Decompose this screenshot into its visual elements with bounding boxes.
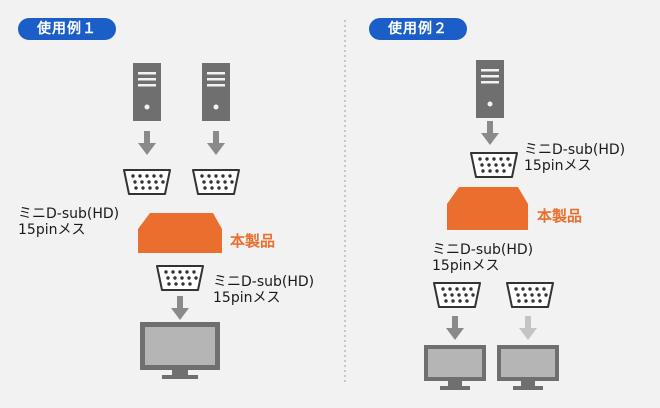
input-label-line2: 15pinメス (524, 158, 592, 174)
product-box-icon (138, 213, 222, 253)
example1-badge: 使用例１ (18, 18, 116, 40)
output-label-line2: 15pinメス (432, 258, 500, 274)
vga-connector-icon (123, 169, 171, 195)
pc-tower-icon (202, 63, 230, 121)
example2-badge: 使用例２ (369, 18, 467, 40)
pc-tower-icon (476, 60, 504, 118)
input-label-line1: ミニD-sub(HD) (524, 142, 626, 158)
monitor-icon (424, 345, 486, 390)
arrow-down-icon (171, 296, 189, 320)
example1-output-label: ミニD-sub(HD) 15pinメス (213, 274, 314, 306)
output-label-line2: 15pinメス (213, 290, 281, 306)
vga-connector-icon (156, 265, 204, 291)
monitor-icon (497, 345, 559, 390)
arrow-down-icon (207, 131, 225, 155)
vga-connector-icon (506, 282, 554, 308)
example1-product-label: 本製品 (230, 232, 276, 250)
arrow-down-icon (481, 121, 499, 145)
input-label-line2: 15pinメス (18, 222, 86, 238)
output-label-line1: ミニD-sub(HD) (213, 274, 315, 290)
product-box-icon (447, 187, 528, 230)
monitor-icon (140, 322, 220, 379)
arrow-down-icon-faded (519, 316, 537, 340)
example2-product-label: 本製品 (537, 207, 583, 225)
pc-tower-icon (133, 63, 161, 121)
vga-connector-icon (470, 152, 518, 178)
input-label-line1: ミニD-sub(HD) (18, 206, 120, 222)
arrow-down-icon (446, 316, 464, 340)
example1-input-label: ミニD-sub(HD) 15pinメス (18, 206, 119, 238)
example2-output-label: ミニD-sub(HD) 15pinメス (432, 242, 533, 274)
vga-connector-icon (192, 169, 240, 195)
example2-input-label: ミニD-sub(HD) 15pinメス (524, 142, 625, 174)
arrow-down-icon (138, 131, 156, 155)
output-label-line1: ミニD-sub(HD) (432, 242, 534, 258)
vga-connector-icon (433, 282, 481, 308)
